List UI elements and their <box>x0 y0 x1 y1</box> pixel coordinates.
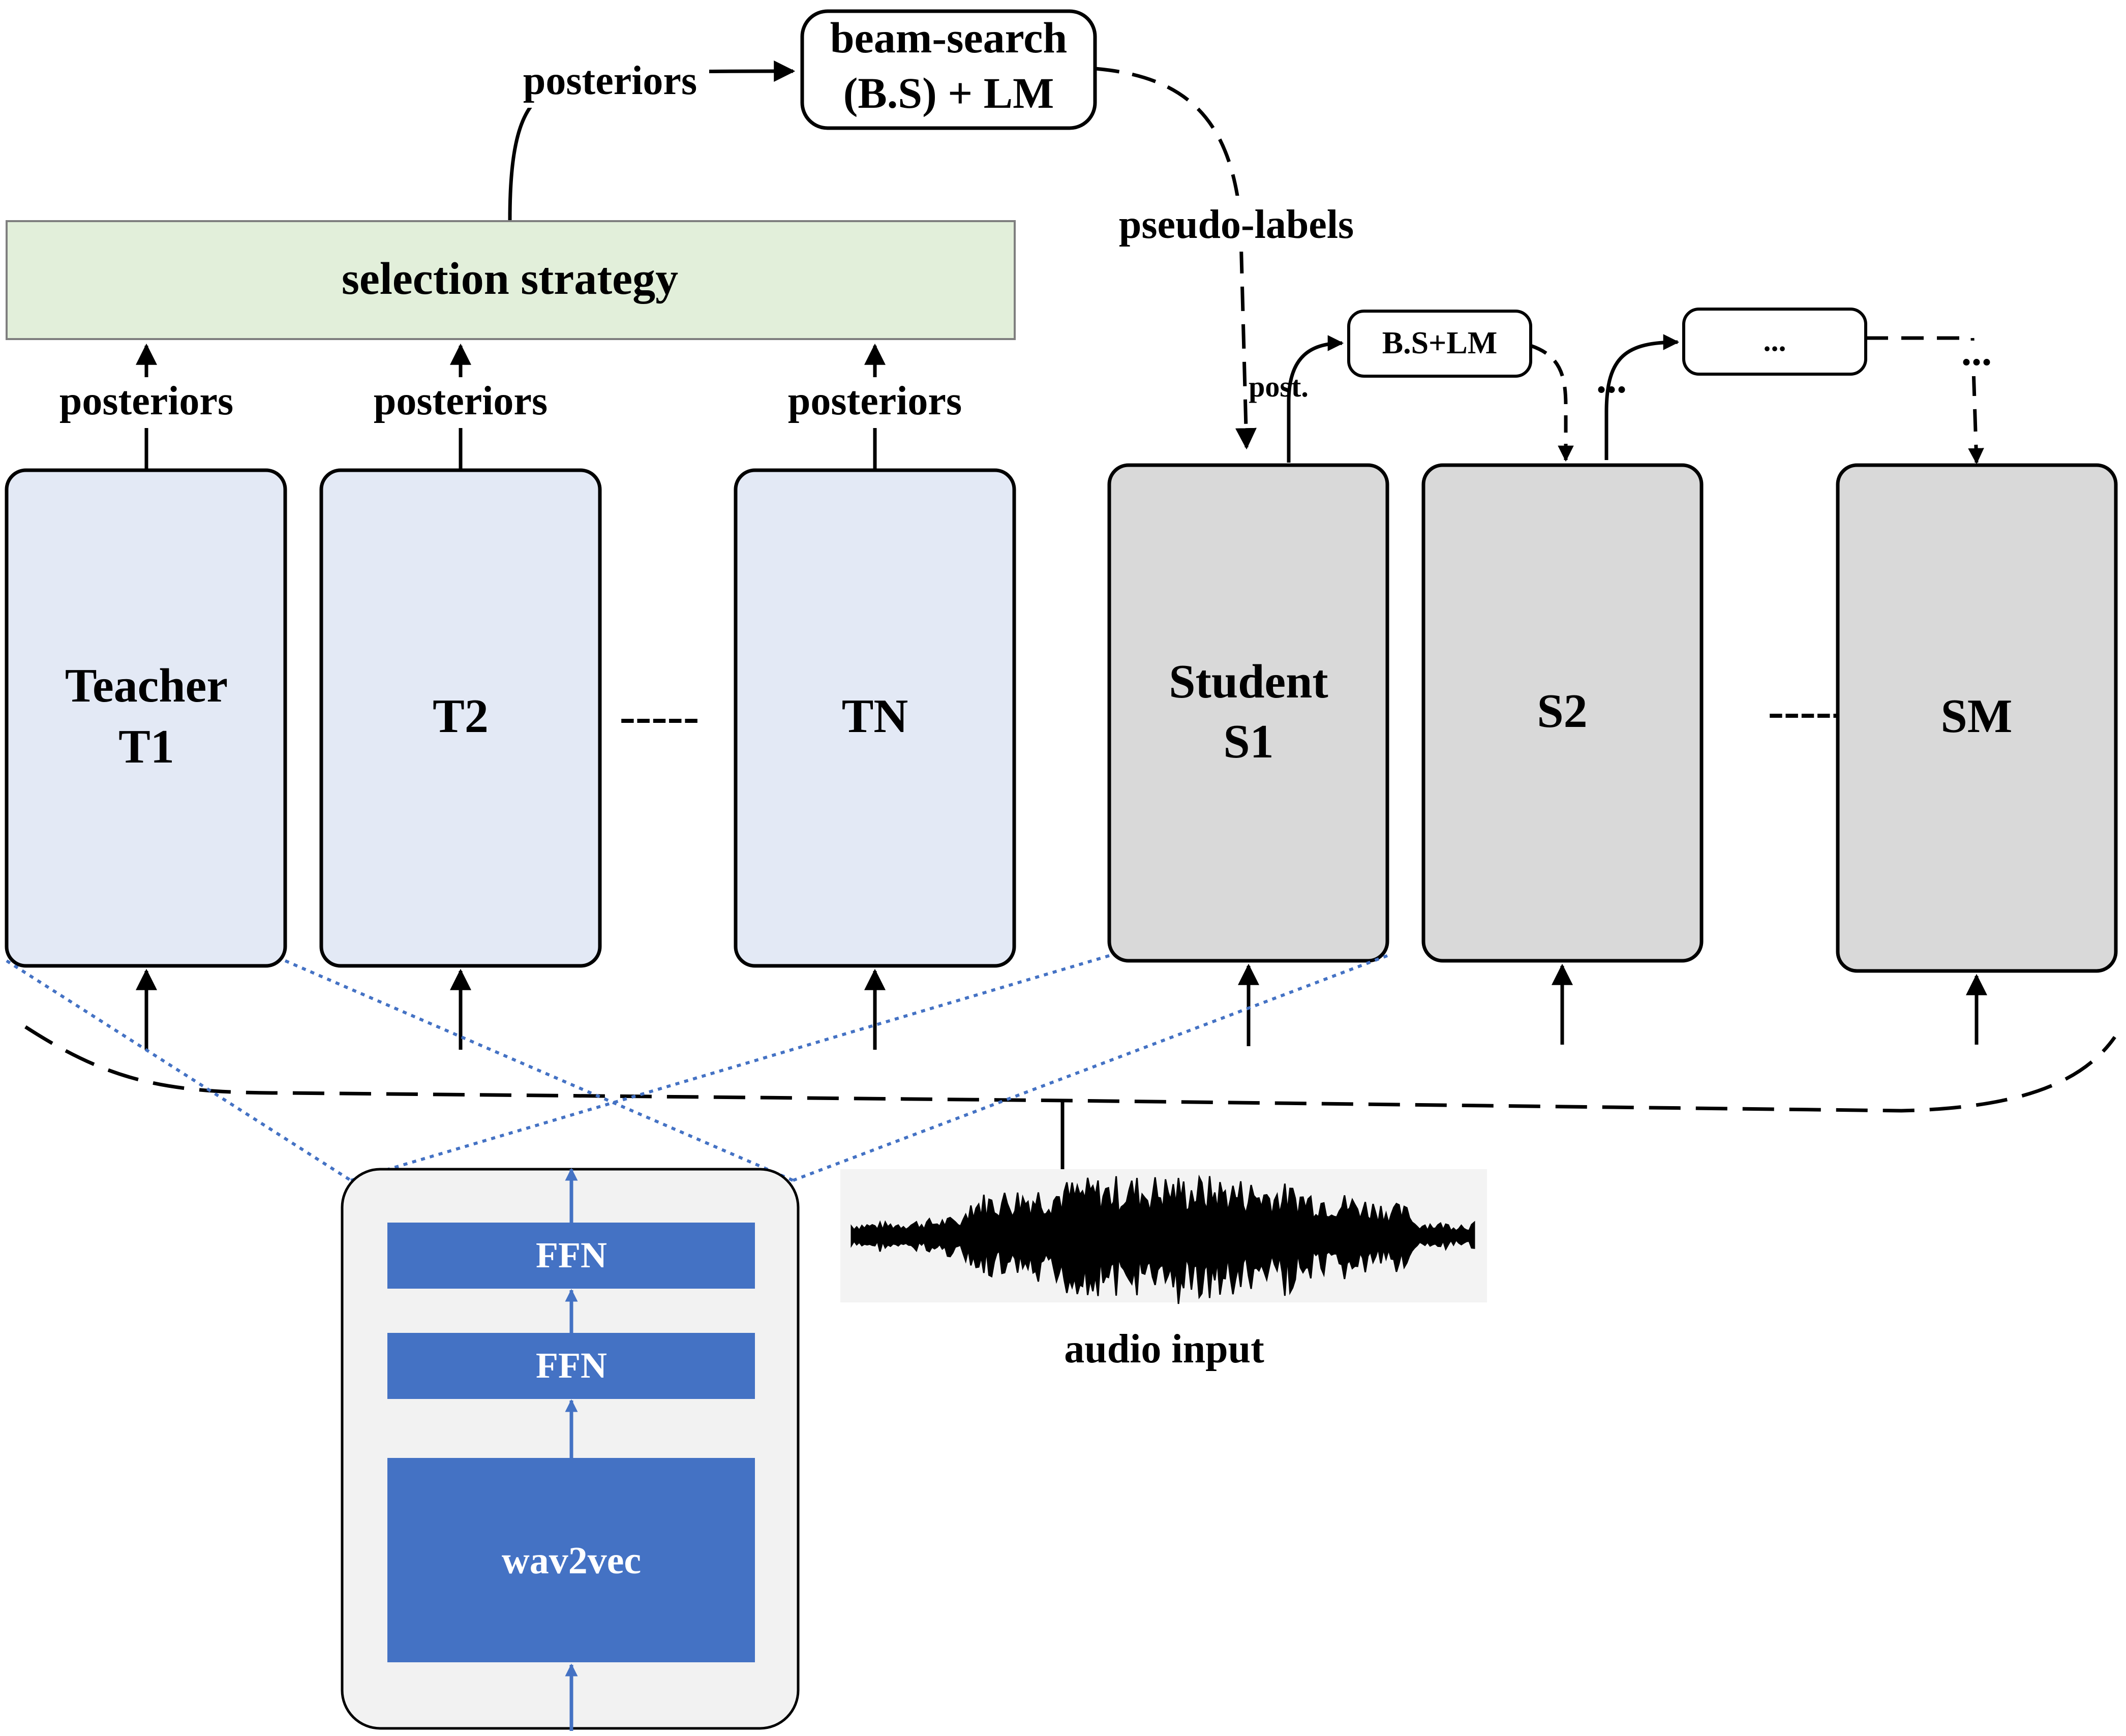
teacher-gap-dashes: ----- <box>620 690 700 743</box>
student-s1-box <box>1107 463 1389 963</box>
dotted-link-s1-right <box>792 954 1388 1182</box>
wav2vec-block <box>387 1458 755 1662</box>
ellipsis-box-label: ... <box>1764 324 1786 357</box>
pseudo-labels-bg <box>1103 196 1378 252</box>
ellipsis-box <box>1682 308 1867 376</box>
student-sm-box <box>1836 463 2118 973</box>
selection-strategy-box <box>6 220 1016 340</box>
student-sm-label: SM <box>1941 690 2013 743</box>
teacher-t1-line2: T1 <box>118 720 174 773</box>
ellipsis-before-sm: ... <box>1961 329 1992 374</box>
ellipsis-before-sm-bg <box>1948 341 2009 376</box>
teacher-tn-box <box>734 468 1016 968</box>
teacher-tn-label: TN <box>842 690 908 743</box>
dotted-link-t1-left <box>6 959 352 1182</box>
posteriors-bg-1 <box>45 377 248 428</box>
posteriors-label-bg <box>506 57 709 108</box>
student-s1-line2: S1 <box>1223 715 1273 768</box>
student-s2-label: S2 <box>1537 685 1587 738</box>
ffn-top-block <box>387 1223 755 1289</box>
bs-lm-box <box>1347 310 1532 378</box>
teacher-t2-box <box>319 468 602 968</box>
posteriors-label-t2: posteriors <box>374 379 548 423</box>
bs-lm-to-s2-arrow <box>1530 344 1574 462</box>
posteriors-to-beam-label: posteriors <box>523 58 697 103</box>
beam-search-line2: (B.S) + LM <box>843 69 1054 117</box>
posteriors-bg-3 <box>773 377 977 428</box>
s1-post-arrow <box>1287 335 1344 463</box>
beam-search-line1: beam-search <box>830 13 1068 62</box>
post-label: post. <box>1249 370 1309 403</box>
teacher-t1-line1: Teacher <box>65 659 228 712</box>
posteriors-label-t1: posteriors <box>59 379 233 423</box>
ffn-bottom-label: FFN <box>536 1345 607 1386</box>
dotted-link-t1-right <box>284 959 794 1182</box>
teacher-t2-label: T2 <box>433 690 489 743</box>
ffn-bottom-block <box>387 1333 755 1399</box>
posteriors-bg-2 <box>359 377 562 428</box>
wav2vec-label: wav2vec <box>502 1539 641 1582</box>
s2-to-ellipsis-box-arrow <box>1604 334 1680 460</box>
posteriors-label-tn: posteriors <box>788 379 962 423</box>
input-brace <box>24 1025 2116 1113</box>
pseudo-labels-text: pseudo-labels <box>1119 202 1354 247</box>
audio-input-label: audio input <box>1064 1327 1264 1372</box>
teacher-t1-box <box>5 468 287 968</box>
ffn-top-label: FFN <box>536 1235 607 1275</box>
student-s2-box <box>1421 463 1704 963</box>
pseudo-labels-arrow <box>1095 67 1257 450</box>
student-gap-dashes: ----- <box>1768 685 1848 738</box>
audio-waveform <box>851 1174 1475 1304</box>
selection-strategy-label: selection strategy <box>342 254 678 304</box>
bs-lm-box-label: B.S+LM <box>1382 326 1498 360</box>
ellipsis-box-to-sm-arrow <box>1866 336 1984 465</box>
student-s1-line1: Student <box>1169 655 1328 708</box>
dotted-link-s1-left <box>350 954 1110 1182</box>
